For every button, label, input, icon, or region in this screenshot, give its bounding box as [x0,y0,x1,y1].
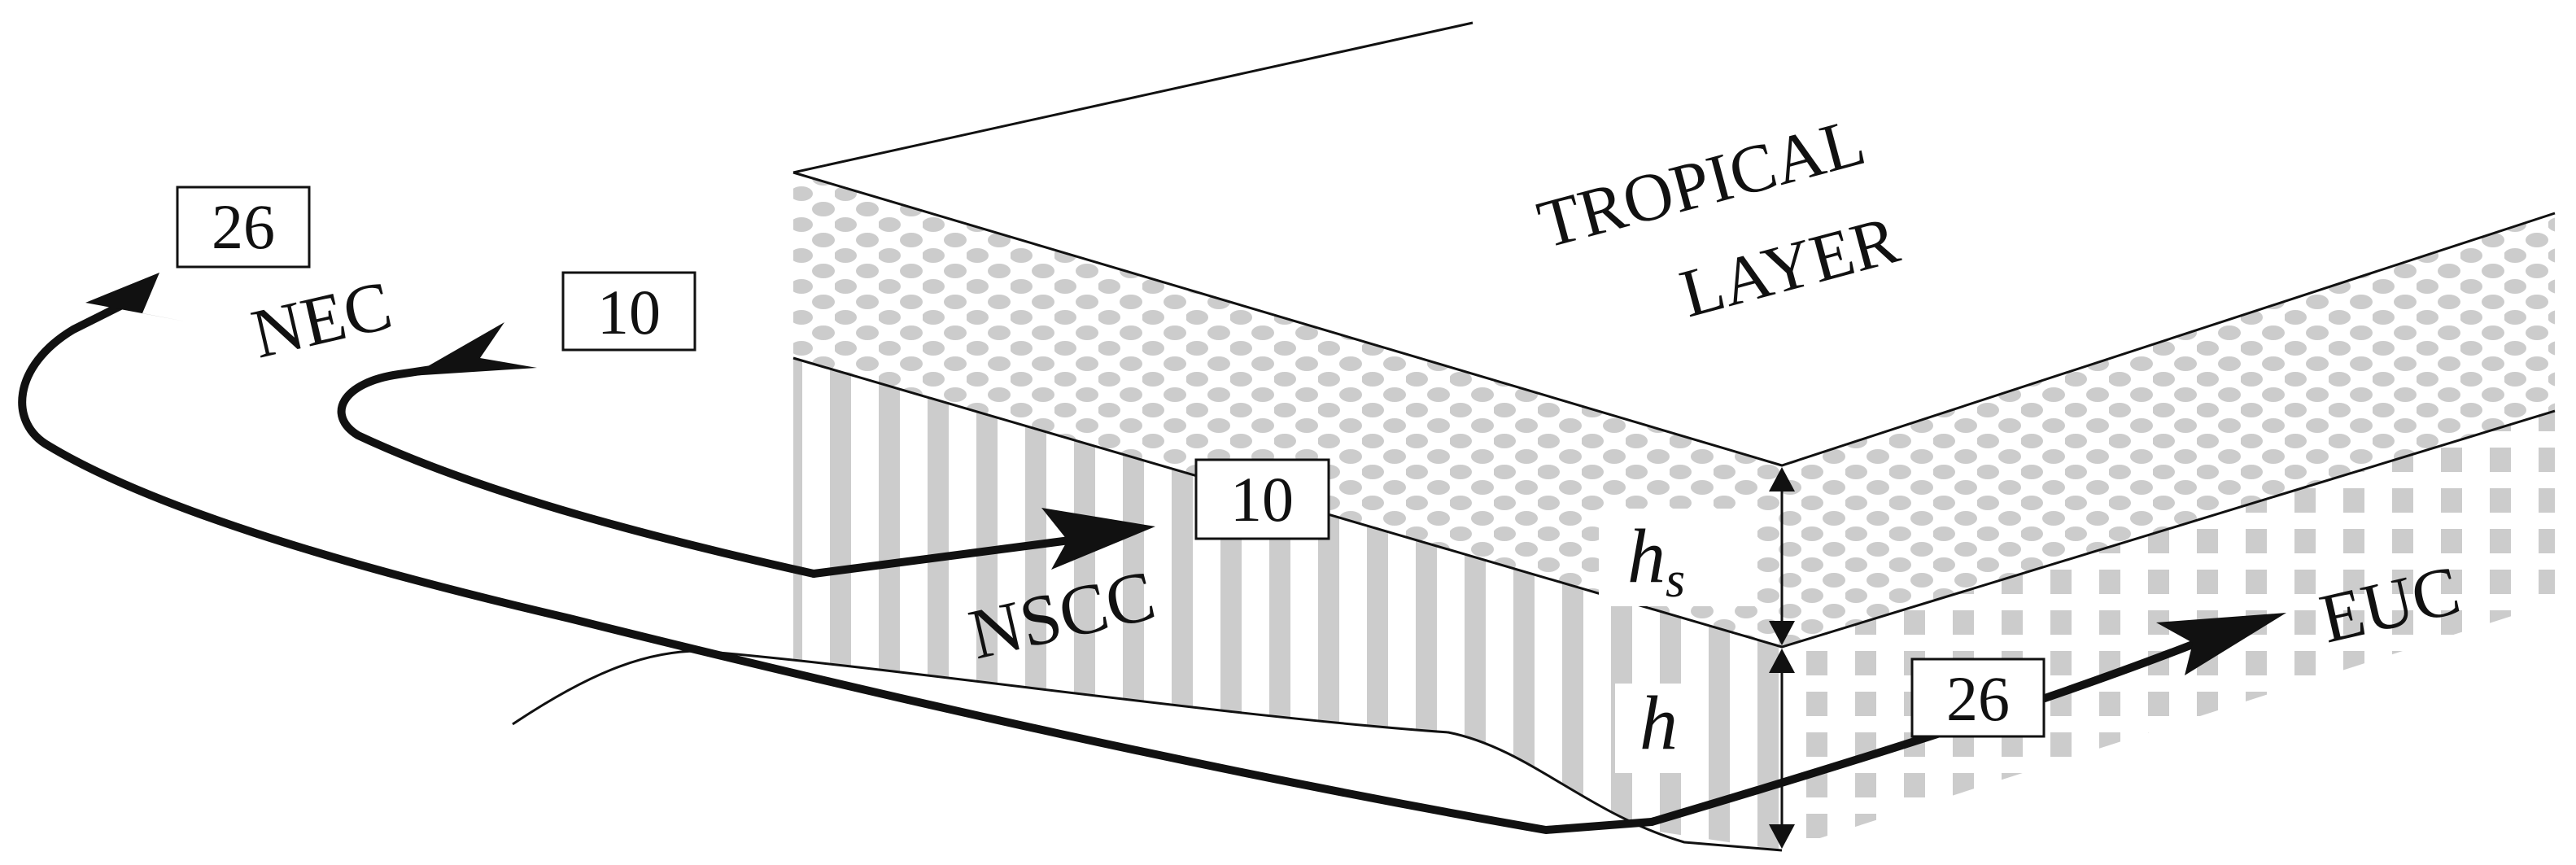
hs-top-arrowhead [1769,467,1795,491]
euc-arrowhead [2156,613,2286,675]
hs-label-subscript: s [1666,553,1685,608]
h-label: h [1639,681,1678,766]
euc-value-box [1910,657,2046,738]
nscc-value: 10 [1230,464,1294,535]
surface-layer-side [1782,213,2555,647]
hs-label-main: h [1627,514,1666,599]
h-top-arrowhead [1769,649,1795,673]
bottom-profile-mask [0,651,1782,865]
nscc-value-box [1194,458,1330,540]
nscc-source-value-box [561,271,696,352]
hs-label-background [1599,509,1757,606]
surface-layer-base-edge [792,356,2556,649]
nscc-arrowhead [1041,508,1155,570]
nec-arrowhead [85,273,186,321]
bottom-profile-line [512,649,1783,852]
top-back-edge [792,21,1474,174]
tropical-layer-top [793,23,2555,465]
euc-value: 26 [1946,663,2010,734]
surface-layer-front [793,173,1782,647]
hs-label: hs [1627,514,1685,608]
nscc-source-value: 10 [597,277,661,347]
nec-value-box [176,186,311,269]
h-label-background [1615,684,1709,773]
nscc-source-flow-path [337,360,818,578]
hs-bottom-arrowhead [1769,621,1795,645]
nec-label: NEC [245,265,399,373]
thermocline-layer-side [1782,411,2555,850]
nec-flow-path [18,301,1656,834]
h-bottom-arrowhead [1769,824,1795,849]
nscc-flow-path [810,535,1086,578]
nscc-source-arrowhead [411,322,537,376]
nec-value: 26 [212,191,275,262]
top-front-edge [792,171,2556,467]
